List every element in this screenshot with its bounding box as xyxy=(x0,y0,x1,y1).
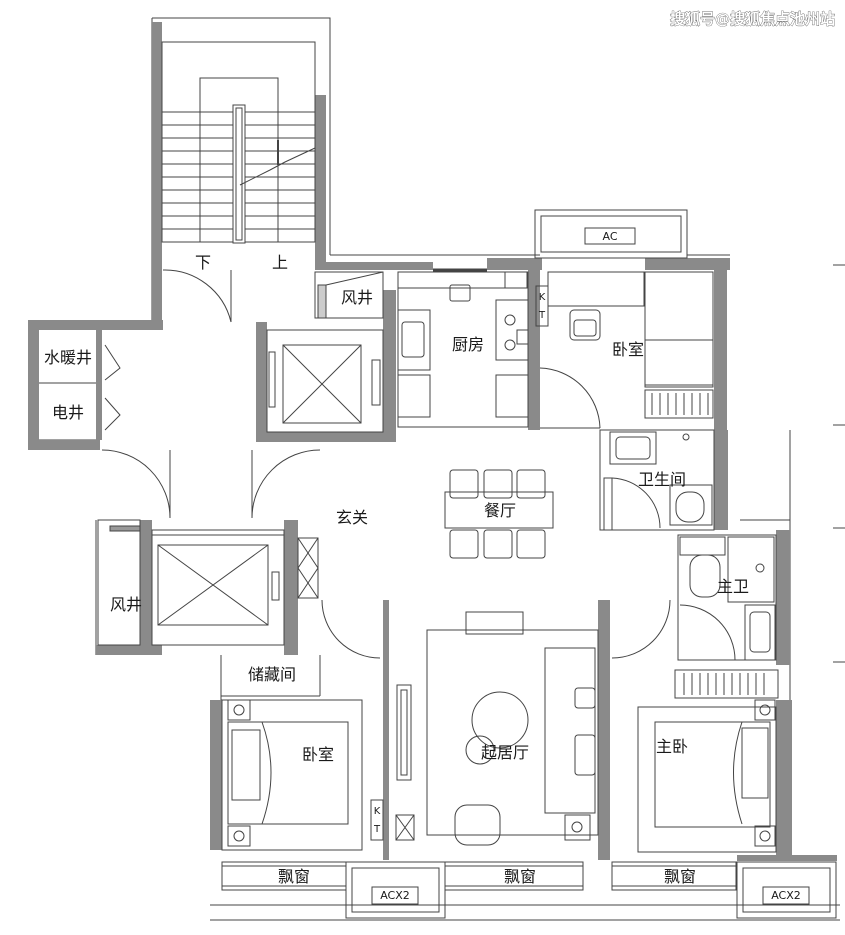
room-label-entrance: 玄关 xyxy=(336,508,368,527)
bathroom-fixtures xyxy=(599,429,715,531)
radiator-master-bath xyxy=(683,673,765,695)
window-label-bay-right: 飘窗 xyxy=(664,867,696,886)
door-swings xyxy=(101,269,736,661)
kt-marker-south: K T xyxy=(370,799,384,841)
master-bedroom-fixtures xyxy=(637,699,777,853)
air-shaft-top xyxy=(314,271,384,319)
walls xyxy=(28,22,837,861)
window-label-bay-center: 飘窗 xyxy=(504,867,536,886)
ac-unit-north xyxy=(534,209,688,259)
room-label-water-heating-shaft: 水暖井 xyxy=(44,348,92,367)
room-label-bedroom-north: 卧室 xyxy=(612,340,644,359)
svg-text:T: T xyxy=(538,310,546,321)
watermark-text: 搜狐号@搜狐焦点池州站 xyxy=(670,10,835,28)
kitchen-fixtures xyxy=(397,268,529,428)
radiator-north-bedroom xyxy=(651,393,709,415)
staircase xyxy=(161,41,316,244)
elevator-1 xyxy=(266,329,384,433)
room-label-bathroom: 卫生间 xyxy=(638,470,686,489)
room-label-air-shaft-top: 风井 xyxy=(341,288,373,307)
ac-units-south xyxy=(345,861,837,919)
bay-windows xyxy=(221,861,737,891)
room-label-electrical-shaft: 电井 xyxy=(52,403,84,422)
bedroom-north-fixtures xyxy=(547,271,714,419)
room-label-kitchen: 厨房 xyxy=(452,335,484,354)
svg-text:K: K xyxy=(539,292,546,303)
dining-table xyxy=(444,469,554,559)
svg-text:K: K xyxy=(374,806,381,817)
bedroom-south-fixtures xyxy=(221,699,363,851)
room-label-storage: 储藏间 xyxy=(248,665,296,684)
left-shafts xyxy=(39,344,121,431)
master-bath-fixtures xyxy=(674,534,779,699)
elevator-2 xyxy=(97,519,319,646)
ac-label-north: AC xyxy=(602,230,617,243)
living-room-fixtures xyxy=(395,611,599,846)
ac-label-south-left: ACX2 xyxy=(380,889,410,902)
room-label-bedroom-south: 卧室 xyxy=(302,745,334,764)
room-label-master-bedroom: 主卧 xyxy=(656,737,688,756)
room-label-master-bath: 主卫 xyxy=(717,577,749,596)
stair-up-label: 上 xyxy=(272,253,288,272)
room-label-living-room: 起居厅 xyxy=(481,743,529,762)
window-label-bay-left: 飘窗 xyxy=(278,867,310,886)
svg-text:T: T xyxy=(373,824,381,835)
room-label-air-shaft-left: 风井 xyxy=(110,595,142,614)
ac-label-south-right: ACX2 xyxy=(771,889,801,902)
stair-down-label: 下 xyxy=(195,253,211,272)
room-label-dining: 餐厅 xyxy=(484,501,516,520)
